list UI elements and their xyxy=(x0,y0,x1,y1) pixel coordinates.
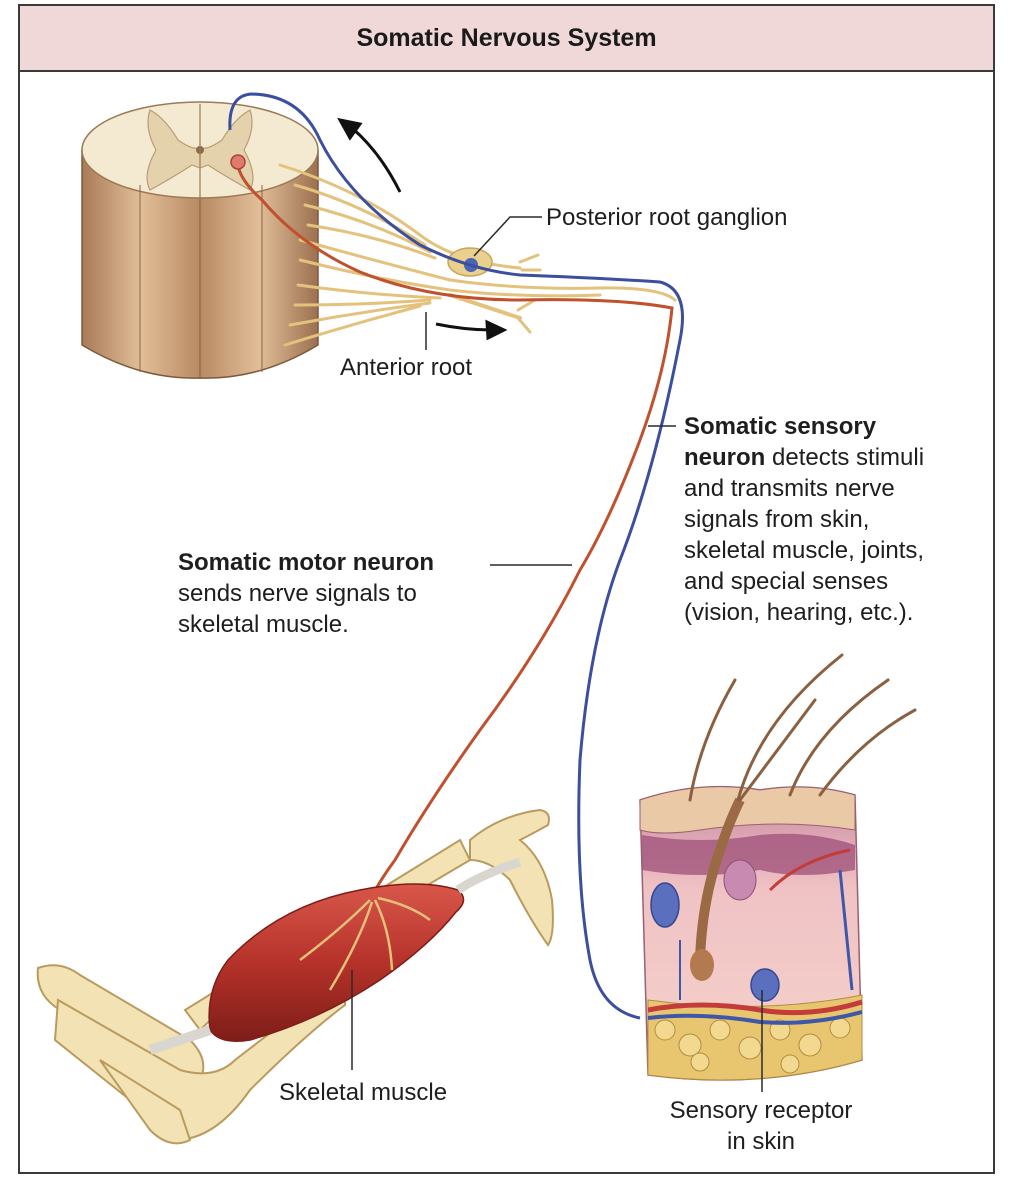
motor-neuron-path xyxy=(236,164,674,901)
leader-lines xyxy=(351,216,763,1092)
skeletal-muscle-shape xyxy=(208,883,465,1042)
sensory-neuron-text-6: and special senses xyxy=(684,568,889,595)
label-sensory-neuron: Somatic sensory neuron detects stimuli a… xyxy=(684,411,924,628)
tendon-upper xyxy=(455,857,522,894)
sensory-neuron-text-7: (vision, hearing, etc.). xyxy=(684,599,914,626)
sensory-neuron-text-5: skeletal muscle, joints, xyxy=(684,537,925,564)
sensory-neuron-path xyxy=(228,92,684,1020)
sensory-neuron-term-2: neuron xyxy=(684,444,766,471)
sensory-neuron-text-3: and transmits nerve xyxy=(684,475,895,502)
label-posterior-root-ganglion: Posterior root ganglion xyxy=(546,204,788,231)
motor-nerve-branches xyxy=(299,896,431,991)
sensory-receptor-text-1: Sensory receptor xyxy=(669,1097,853,1124)
sensory-receptor-text-2: in skin xyxy=(726,1128,796,1155)
label-skeletal-muscle: Skeletal muscle xyxy=(279,1079,448,1106)
signal-direction-arrows xyxy=(337,117,508,341)
tendon-lower xyxy=(148,1025,212,1055)
sensory-neuron-term: Somatic sensory xyxy=(684,413,877,440)
motor-neuron-cell-body xyxy=(230,154,246,170)
figure-title: Somatic Nervous System xyxy=(356,23,657,52)
label-motor-neuron: Somatic motor neuron sends nerve signals… xyxy=(178,547,434,640)
title-bar: Somatic Nervous System xyxy=(20,6,993,72)
label-anterior-root: Anterior root xyxy=(340,354,473,381)
skin-block xyxy=(639,785,863,1081)
sensory-neuron-text-1: detects stimuli xyxy=(765,444,925,471)
spinal-cord xyxy=(81,101,319,379)
motor-neuron-term: Somatic motor neuron xyxy=(178,549,435,576)
motor-neuron-text-3: skeletal muscle. xyxy=(178,611,349,638)
hairs xyxy=(688,653,917,802)
label-sensory-receptor: Sensory receptor in skin xyxy=(650,1095,872,1157)
sensory-neuron-text-4: signals from skin, xyxy=(684,506,870,533)
motor-neuron-text-2: sends nerve signals to xyxy=(178,580,417,607)
